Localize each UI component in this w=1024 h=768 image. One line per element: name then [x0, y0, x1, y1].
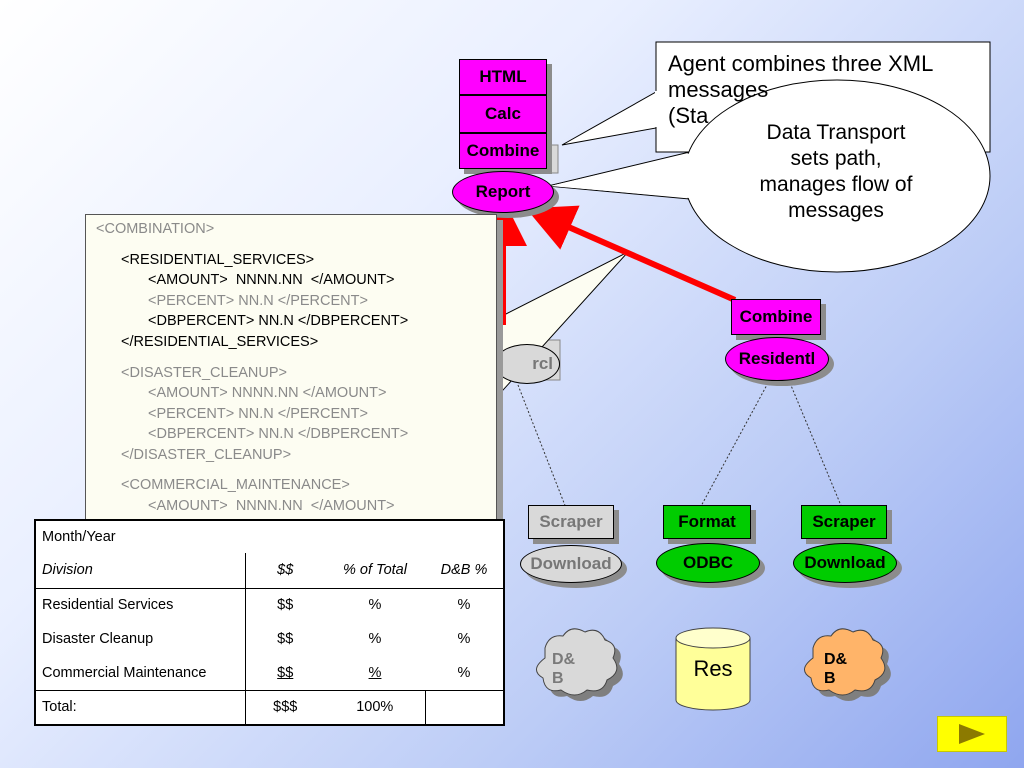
xml-line-0: <COMBINATION>: [96, 221, 215, 237]
database-cylinder: [675, 627, 751, 711]
xml-panel: <COMBINATION> <RESIDENTIAL_SERVICES> <AM…: [85, 214, 497, 534]
table-header-percent: % of Total: [325, 553, 425, 589]
hidden-node-ellipse: rcl: [494, 344, 560, 384]
format-box[interactable]: Format: [663, 505, 751, 539]
residentl-ellipse[interactable]: Residentl: [725, 337, 829, 381]
table-total-row: Total: $$$ 100%: [35, 690, 504, 725]
table-cell: Total:: [42, 699, 77, 716]
xml-line-6: <DISASTER_CLEANUP>: [121, 365, 288, 381]
xml-line-8: <PERCENT> NN.N </PERCENT>: [148, 406, 368, 422]
download-ellipse-green[interactable]: Download: [793, 543, 897, 583]
table-header-division: Division: [35, 553, 245, 589]
xml-line-7: <AMOUNT> NNNN.NN </AMOUNT>: [148, 385, 387, 401]
table-cell: $$$: [244, 690, 325, 725]
download-ellipse-gray[interactable]: Download: [520, 545, 622, 583]
cloud-orange: [804, 628, 891, 701]
data-transport-bubble: [547, 79, 991, 273]
table-cell: %: [368, 631, 382, 647]
next-slide-button[interactable]: [937, 716, 1007, 752]
combine-box-residential[interactable]: Combine: [731, 299, 821, 335]
table-cell: Disaster Cleanup: [42, 631, 154, 647]
html-box[interactable]: HTML: [459, 59, 547, 95]
combine-box-top[interactable]: Combine: [459, 133, 547, 169]
table-row: Residential Services $$ % %: [35, 588, 504, 622]
table-header-dbpercent: D&B %: [425, 553, 504, 589]
cloud-gray: [536, 628, 623, 701]
bubble-line-2: sets path,: [790, 147, 882, 170]
xml-line-4: <DBPERCENT> NN.N </DBPERCENT>: [148, 313, 409, 329]
callout-line-3: (Sta: [668, 103, 709, 128]
table-row: Disaster Cleanup $$ % %: [35, 622, 504, 656]
connector-scraper: [789, 382, 843, 509]
table-cell: $$: [244, 622, 325, 656]
scraper-box-gray[interactable]: Scraper: [528, 505, 614, 539]
xml-line-11: <COMMERCIAL_MAINTENANCE>: [121, 477, 350, 493]
table-header-amount: $$: [244, 553, 325, 589]
bubble-text: Data Transport sets path, manages flow o…: [712, 120, 960, 224]
table-cell: %: [425, 656, 504, 691]
report-ellipse[interactable]: Report: [452, 171, 554, 213]
bubble-line-1: Data Transport: [766, 121, 906, 144]
bubble-line-4: messages: [788, 199, 884, 222]
xml-line-3: <PERCENT> NN.N </PERCENT>: [148, 293, 368, 309]
xml-line-1: <RESIDENTIAL_SERVICES>: [121, 252, 315, 268]
table-cell: %: [325, 656, 425, 691]
xml-line-2: <AMOUNT> NNNN.NN </AMOUNT>: [148, 272, 395, 288]
table-row: Commercial Maintenance $$ % %: [35, 656, 504, 691]
cloud-gray-label: D& B: [552, 651, 576, 687]
xml-line-9: <DBPERCENT> NN.N </DBPERCENT>: [148, 426, 409, 442]
cloud-orange-label: D& B: [824, 651, 848, 687]
calc-box[interactable]: Calc: [459, 95, 547, 133]
table-cell: [424, 690, 504, 725]
table-cell: %: [457, 631, 471, 647]
table-cell: 100%: [356, 699, 394, 716]
xml-line-10: </DISASTER_CLEANUP>: [121, 447, 292, 463]
table-cell: $$: [244, 656, 325, 691]
table-cell: Residential Services: [42, 597, 174, 614]
connector-gray-scraper: [517, 384, 567, 509]
table-cell: %: [457, 597, 471, 614]
table-cell: Commercial Maintenance: [35, 656, 245, 691]
summary-table: Month/Year Division $$ % of Total D&B % …: [34, 519, 505, 726]
table-cell: %: [368, 597, 382, 614]
res-label: Res: [693, 656, 733, 681]
connector-format: [699, 382, 769, 509]
bubble-line-3: manages flow of: [759, 173, 913, 196]
table-cell: $$: [244, 588, 325, 622]
arrow-combine-to-report: [526, 205, 737, 303]
xml-line-5: </RESIDENTIAL_SERVICES>: [121, 334, 319, 350]
table-title: Month/Year: [42, 529, 116, 545]
odbc-ellipse[interactable]: ODBC: [656, 543, 760, 583]
callout-line-1: Agent combines three XML: [668, 51, 934, 76]
xml-line-12: <AMOUNT> NNNN.NN </AMOUNT>: [148, 498, 395, 514]
play-triangle-icon: [959, 724, 985, 744]
callout-line-2: messages: [668, 77, 769, 102]
scraper-box-green[interactable]: Scraper: [801, 505, 887, 539]
